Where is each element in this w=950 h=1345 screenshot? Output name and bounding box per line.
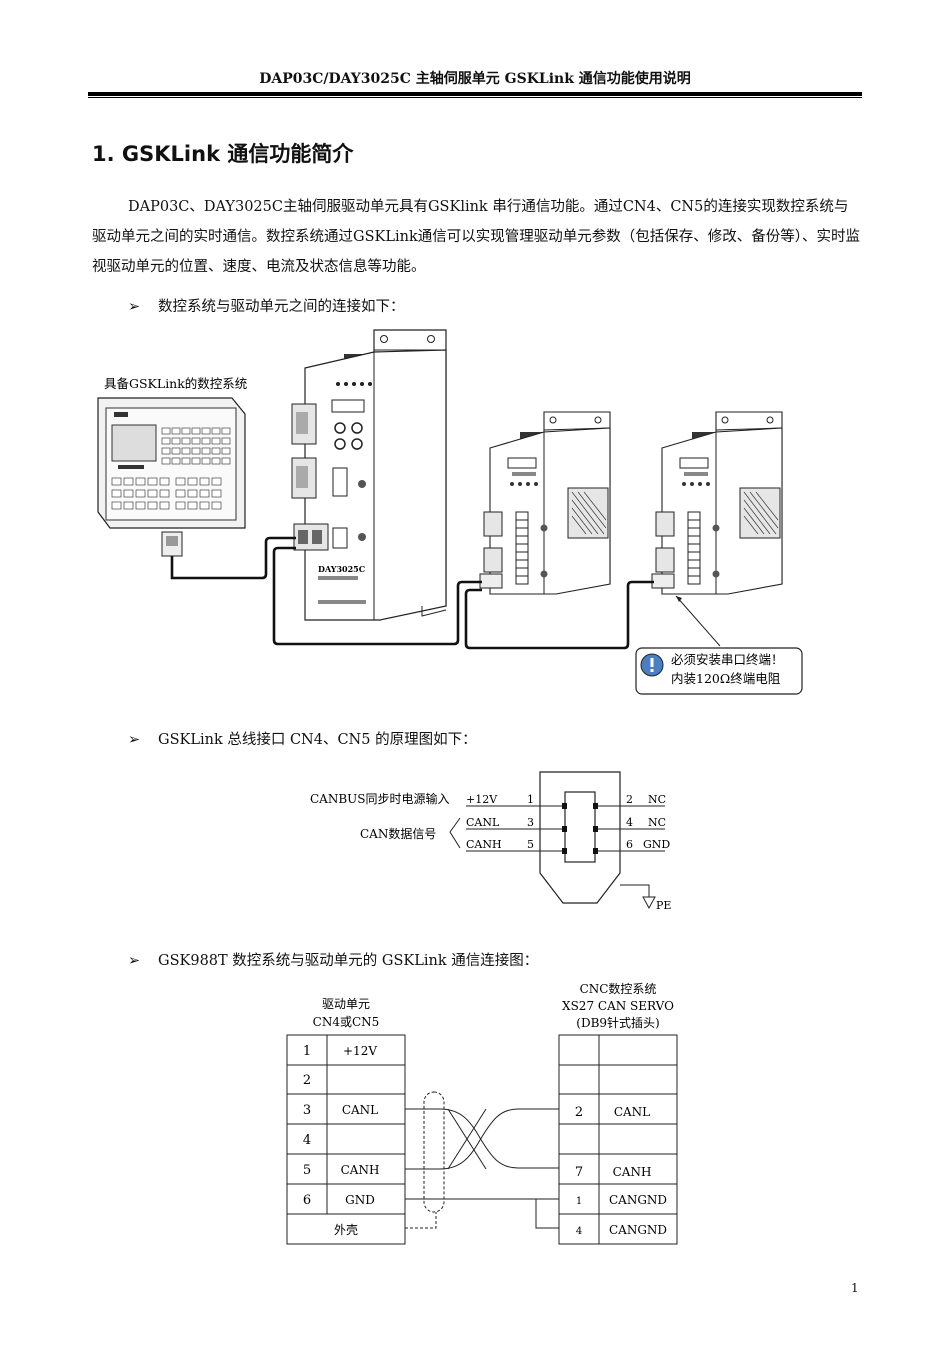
- shell-label: 外壳: [334, 1223, 358, 1237]
- drive-unit-3-image: [651, 411, 783, 595]
- left-pin-signal: CANH: [341, 1163, 380, 1177]
- pin-number-left: 1: [527, 793, 534, 806]
- pin-name-left: +12V: [466, 793, 498, 806]
- twisted-pair-wires: [405, 1108, 559, 1229]
- can-signal-label: CAN数据信号: [360, 826, 436, 841]
- left-pin-signal: +12V: [343, 1044, 377, 1058]
- pin-number-right: 4: [626, 816, 633, 829]
- left-pin-number: 6: [303, 1193, 311, 1208]
- left-pin-table: [286, 1034, 406, 1245]
- power-input-label: CANBUS同步时电源输入: [310, 791, 450, 806]
- right-pin-signal: CANGND: [609, 1193, 667, 1207]
- right-pin-number: 2: [575, 1105, 583, 1120]
- left-pin-number: 1: [303, 1044, 311, 1059]
- section-title: 1. GSKLink 通信功能简介: [92, 142, 354, 166]
- cable-shield: [405, 1091, 445, 1229]
- pin-name-right: NC: [648, 816, 666, 829]
- left-table-header-line2: CN4或CN5: [313, 1015, 380, 1029]
- bullet-wiring: ➢ GSK988T 数控系统与驱动单元的 GSKLink 通信连接图：: [128, 949, 538, 970]
- right-pin-signal: CANH: [613, 1165, 652, 1179]
- terminator-leader-line: [675, 595, 721, 647]
- left-pin-number: 2: [303, 1073, 311, 1088]
- bus-cables: [170, 536, 654, 650]
- right-table-header-line3: (DB9针式插头): [576, 1015, 659, 1030]
- page-number: 1: [851, 1281, 859, 1295]
- header-rule: [88, 92, 862, 96]
- left-pin-number: 4: [303, 1133, 311, 1148]
- signal-brace: [449, 817, 461, 849]
- left-pin-number: 3: [303, 1103, 311, 1118]
- ground-label: PE: [656, 899, 671, 912]
- bullet-connection: ➢ 数控系统与驱动单元之间的连接如下：: [128, 295, 405, 316]
- pin-name-right: NC: [648, 793, 666, 806]
- right-pin-signal: CANGND: [609, 1223, 667, 1237]
- connector-outline: [539, 771, 621, 904]
- ground-icon: [642, 896, 656, 910]
- right-table-header-line1: CNC数控系统: [580, 981, 657, 996]
- cnc-panel-image: [97, 397, 246, 529]
- warning-line-2: 内装120Ω终端电阻: [671, 671, 781, 686]
- drive-unit-2-image: [479, 411, 611, 595]
- pin-number-left: 3: [527, 816, 534, 829]
- right-pin-signal: CANL: [614, 1105, 650, 1119]
- pin-number-left: 5: [527, 838, 534, 851]
- bullet-schematic: ➢ GSKLink 总线接口 CN4、CN5 的原理图如下：: [128, 728, 477, 749]
- cnc-system-label: 具备GSKLink的数控系统: [104, 376, 247, 391]
- bullet-marker-icon: ➢: [128, 732, 141, 748]
- pin-number-right: 6: [626, 838, 633, 851]
- left-pin-signal: CANL: [342, 1103, 378, 1117]
- pin-number-right: 2: [626, 793, 633, 806]
- header-rule-thin: [88, 97, 862, 98]
- interface-schematic: CANBUS同步时电源输入 CAN数据信号 +12V CANL CANH 1 3…: [310, 771, 671, 912]
- cnc-connector: [161, 531, 183, 557]
- bullet-text: GSK988T 数控系统与驱动单元的 GSKLink 通信连接图：: [158, 953, 539, 969]
- pin-name-left: CANH: [466, 838, 502, 851]
- right-pin-number: 4: [576, 1226, 582, 1237]
- exclamation-icon: [640, 653, 664, 677]
- right-table-header-line2: XS27 CAN SERVO: [562, 999, 674, 1013]
- wiring-diagram: 驱动单元 CN4或CN5 CNC数控系统 XS27 CAN SERVO (DB9…: [286, 981, 678, 1245]
- right-pin-table: [558, 1034, 678, 1245]
- warning-box: [635, 647, 803, 695]
- warning-line-1: 必须安装串口终端！: [671, 652, 784, 667]
- page-header-title: DAP03C/DAY3025C 主轴伺服单元 GSKLink 通信功能使用说明: [259, 71, 691, 87]
- connector-body: [564, 791, 596, 863]
- main-unit-model-label: DAY3025C: [318, 564, 365, 574]
- pin-name-left: CANL: [466, 816, 500, 829]
- pin-name-right: GND: [643, 838, 670, 851]
- bullet-text: GSKLink 总线接口 CN4、CN5 的原理图如下：: [158, 732, 477, 748]
- right-pin-number: 1: [576, 1196, 582, 1207]
- bullet-marker-icon: ➢: [128, 953, 141, 969]
- left-pin-signal: GND: [345, 1193, 375, 1207]
- right-pin-number: 7: [575, 1165, 583, 1180]
- bullet-text: 数控系统与驱动单元之间的连接如下：: [158, 299, 405, 315]
- left-pin-number: 5: [303, 1163, 311, 1178]
- intro-paragraph: DAP03C、DAY3025C主轴伺服驱动单元具有GSKlink 串行通信功能。…: [92, 199, 860, 275]
- left-table-header-line1: 驱动单元: [322, 997, 370, 1011]
- bullet-marker-icon: ➢: [128, 299, 141, 315]
- main-drive-unit-image: DAY3025C: [291, 329, 447, 621]
